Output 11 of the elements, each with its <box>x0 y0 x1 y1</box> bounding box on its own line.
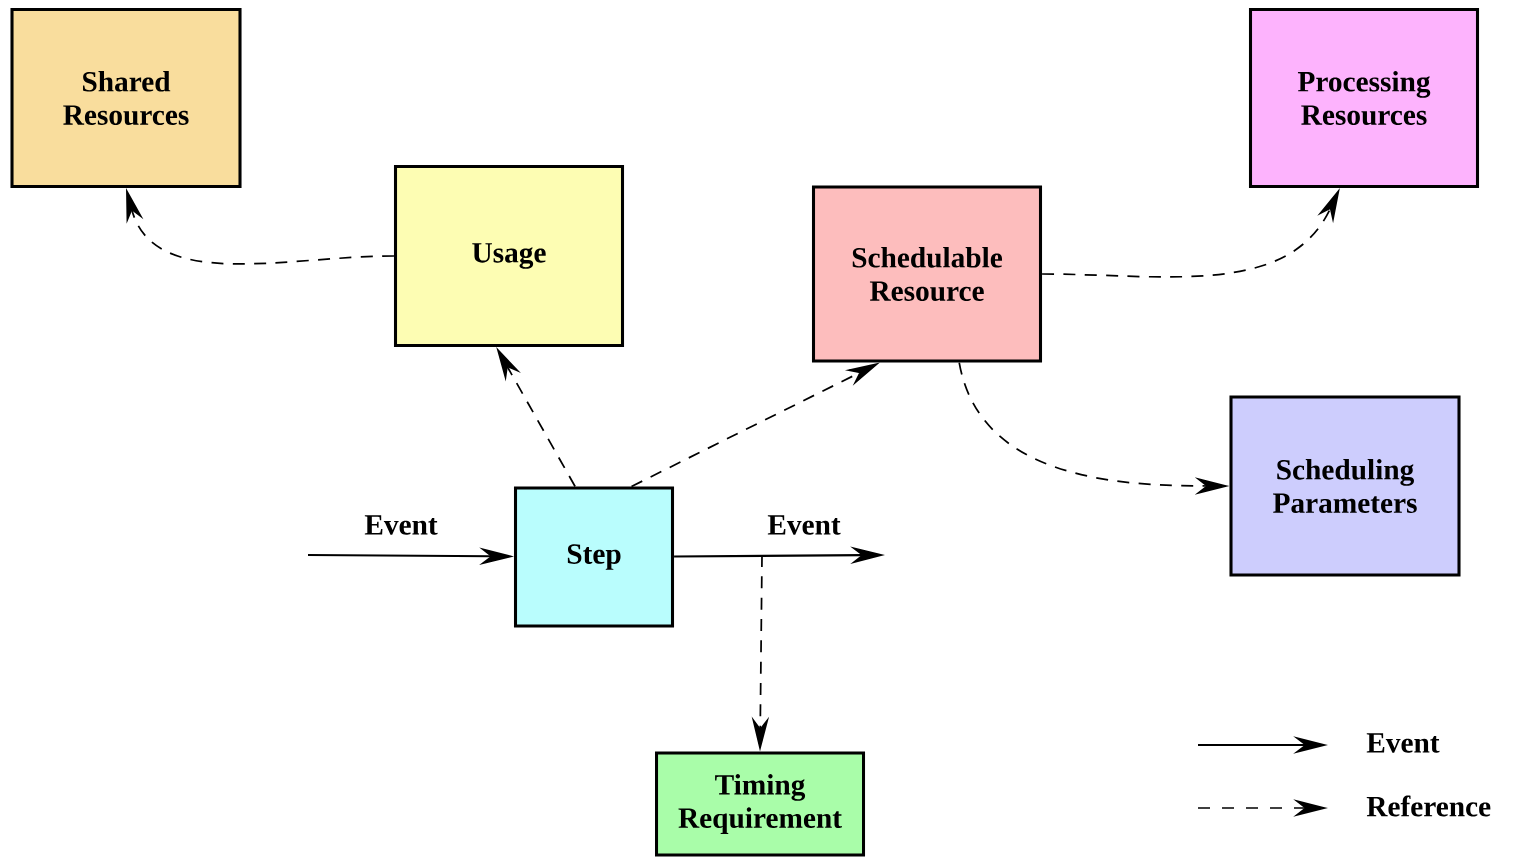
concept-box: Usage <box>393 164 625 348</box>
concept-box: Processing Resources <box>1248 7 1480 189</box>
concept-box: Scheduling Parameters <box>1229 395 1461 577</box>
edge-label: Event <box>363 513 439 537</box>
concept-box: Shared Resources <box>10 7 242 189</box>
edge-label: Event <box>766 513 842 537</box>
concept-box: Timing Requirement <box>654 751 866 857</box>
concept-box: Schedulable Resource <box>811 185 1043 363</box>
concept-box: Step <box>513 486 675 628</box>
legend-label: Reference <box>1366 795 1491 817</box>
legend-label: Event <box>1366 733 1440 753</box>
